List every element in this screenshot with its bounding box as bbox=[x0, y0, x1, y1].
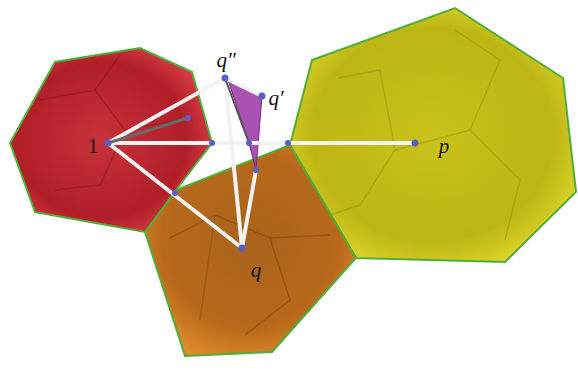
point-label: q′ bbox=[268, 88, 283, 109]
point-label: 1 bbox=[88, 136, 99, 157]
point-label: p bbox=[439, 136, 450, 157]
point-label: q″ bbox=[216, 50, 235, 71]
wedge-edge bbox=[225, 78, 249, 143]
point-dots bbox=[105, 75, 419, 252]
shadow-line bbox=[108, 118, 188, 143]
white-lines bbox=[108, 78, 415, 248]
point-label: q bbox=[251, 260, 262, 281]
